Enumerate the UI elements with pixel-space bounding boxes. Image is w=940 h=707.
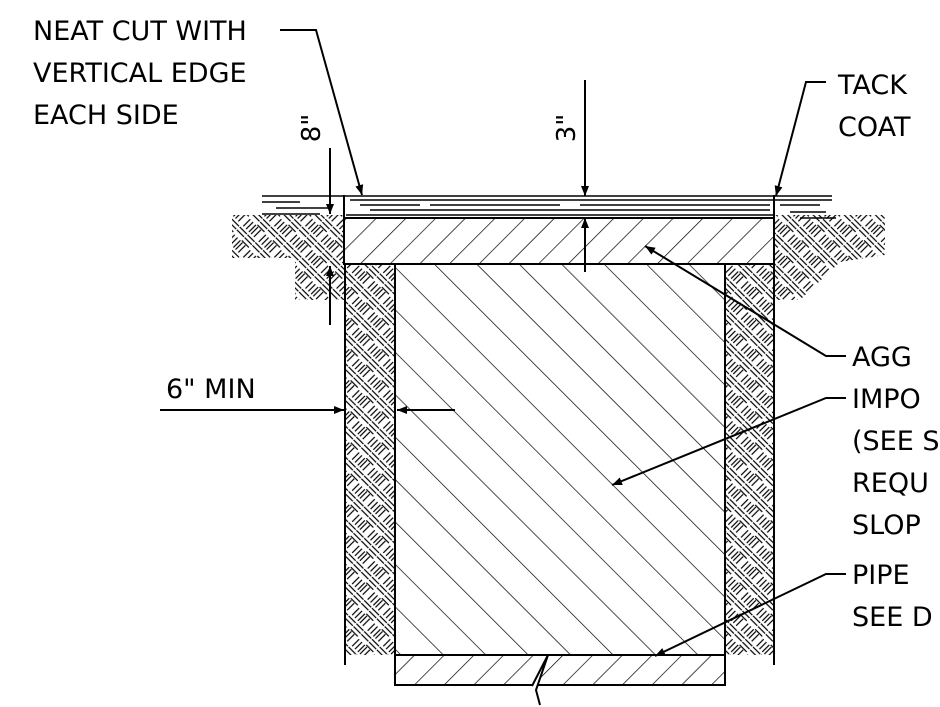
callout-right-side: AGG IMPO (SEE S REQU SLOP PIPE SEE D [852, 342, 940, 633]
imported-backfill [394, 263, 726, 656]
neat-cut-line2: VERTICAL EDGE [33, 58, 247, 89]
tack-coat-line2: COAT [838, 112, 911, 143]
see-s-label: (SEE S [852, 426, 940, 457]
requ-label: REQU [852, 468, 929, 499]
impo-label: IMPO [852, 384, 921, 415]
dimension-6in-min-label: 6" MIN [166, 374, 256, 405]
pipe-label: PIPE [852, 560, 910, 591]
slop-label: SLOP [852, 510, 921, 541]
leader-lines [280, 29, 846, 657]
existing-soil [232, 215, 885, 655]
tack-coat-line1: TACK [837, 70, 908, 101]
dimension-3in-label: 3" [552, 114, 582, 143]
neat-cut-line3: EACH SIDE [33, 100, 179, 131]
agg-label: AGG [852, 342, 912, 373]
neat-cut-line1: NEAT CUT WITH [33, 16, 247, 47]
tack-coat-surface [262, 195, 836, 219]
callout-tack-coat: TACK COAT [837, 70, 911, 143]
dimension-8in-label: 8" [297, 114, 327, 143]
callout-neat-cut: NEAT CUT WITH VERTICAL EDGE EACH SIDE [33, 16, 247, 131]
aggregate-base-layer [343, 217, 775, 265]
pipe-bedding [394, 654, 726, 706]
see-d-label: SEE D [852, 602, 933, 633]
